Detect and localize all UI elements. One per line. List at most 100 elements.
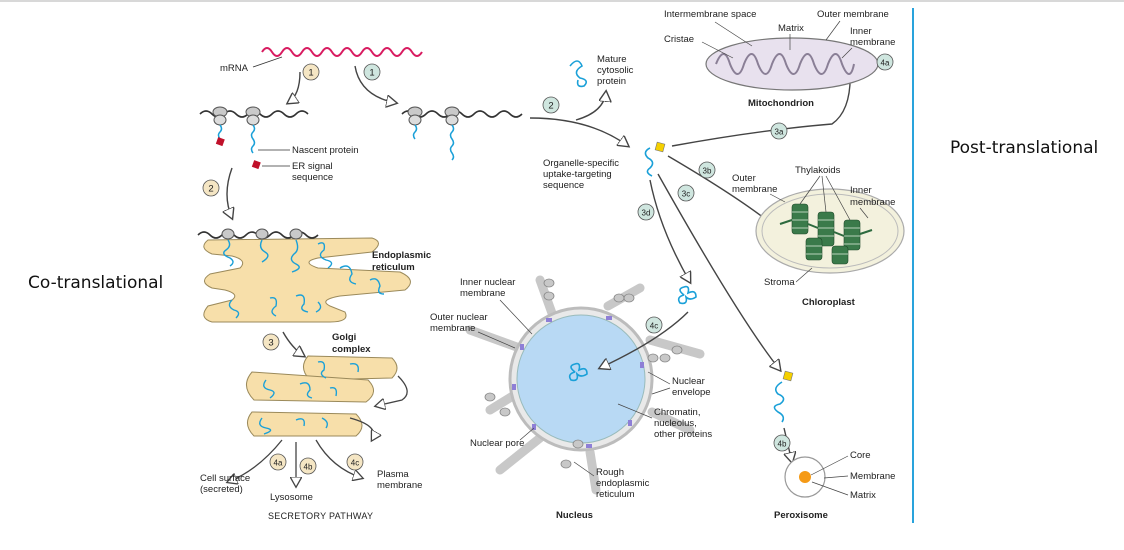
- chromatin-label-1: Chromatin,: [654, 407, 700, 418]
- cristae-label: Cristae: [664, 34, 694, 45]
- nuclear-pore-label: Nuclear pore: [470, 438, 524, 449]
- lysosome-label: Lysosome: [270, 492, 313, 503]
- rough-er-label-3: reticulum: [596, 489, 635, 500]
- chloroplast-label: Chloroplast: [802, 297, 856, 308]
- inner-nuclear-label-1: Inner nuclear: [460, 277, 515, 288]
- svg-text:4b: 4b: [304, 463, 313, 472]
- step-4b-left: 4b: [299, 457, 317, 475]
- post-translational-label: Post-translational: [950, 138, 1099, 158]
- cell-surface-label-1: Cell surface: [200, 473, 250, 484]
- nuclear-envelope-label-1: Nuclear: [672, 376, 705, 387]
- step-4b-perox: 4b: [773, 434, 791, 452]
- step-3: 3: [262, 333, 280, 351]
- step-3c: 3c: [677, 184, 695, 202]
- top-border: [0, 0, 1124, 2]
- targeting-protein-icon: [644, 147, 654, 177]
- chloroplast-outer-label-1: Outer: [732, 173, 756, 184]
- step-3d: 3d: [637, 203, 655, 221]
- nucleus: [465, 275, 705, 495]
- svg-text:4b: 4b: [778, 440, 787, 449]
- mature-label-2: cytosolic: [597, 65, 634, 76]
- outer-membrane-label: Outer membrane: [817, 9, 889, 20]
- endoplasmic-reticulum: [203, 237, 411, 323]
- svg-text:4c: 4c: [351, 459, 359, 468]
- svg-text:4a: 4a: [881, 59, 890, 68]
- step-3b: 3b: [698, 161, 716, 179]
- chloroplast-inner-label-1: Inner: [850, 185, 872, 196]
- ribosome-right-1: [407, 106, 423, 126]
- svg-text:2: 2: [548, 101, 553, 112]
- matrix-label: Matrix: [778, 23, 804, 34]
- svg-text:3a: 3a: [775, 128, 784, 137]
- step-4a-left: 4a: [269, 453, 287, 471]
- rough-er-label-1: Rough: [596, 467, 624, 478]
- outer-nuclear-label-2: membrane: [430, 323, 475, 334]
- step-3a: 3a: [770, 122, 788, 140]
- perox-matrix-label: Matrix: [850, 490, 876, 501]
- step-2-left: 2: [202, 179, 220, 197]
- er-signal-square-1: [215, 137, 225, 147]
- inner-nuclear-label-2: membrane: [460, 288, 505, 299]
- nuclear-protein-icon: [677, 285, 697, 305]
- plasma-membrane-label-1: Plasma: [377, 469, 409, 480]
- step-4c-left: 4c: [346, 453, 364, 471]
- organelle-label-1: Organelle-specific: [543, 158, 619, 169]
- ribosome-left-1: [212, 106, 228, 126]
- er-label-2: reticulum: [372, 262, 415, 273]
- chloroplast-inner-label-2: membrane: [850, 197, 895, 208]
- peroxisome-protein-icon: [773, 381, 785, 423]
- svg-text:3: 3: [268, 338, 273, 349]
- chloroplast: [755, 188, 905, 274]
- svg-text:4a: 4a: [274, 459, 283, 468]
- mrna-label: mRNA: [220, 63, 249, 74]
- divider-line: [912, 8, 914, 523]
- step-2-right: 2: [542, 96, 560, 114]
- peroxisome-signal-square: [782, 370, 794, 382]
- svg-text:1: 1: [308, 68, 313, 79]
- uptake-signal-square: [654, 141, 666, 153]
- er-signal-label-2: sequence: [292, 172, 333, 183]
- mrna-strand: [261, 47, 423, 57]
- golgi-label-2: complex: [332, 344, 371, 355]
- organelle-label-3: sequence: [543, 180, 584, 191]
- svg-text:3d: 3d: [642, 209, 651, 218]
- golgi-label-1: Golgi: [332, 332, 356, 343]
- protein-targeting-diagram: mRNA 1 1 Nascent protein ER signal seque…: [197, 9, 905, 521]
- chromatin-label-3: other proteins: [654, 429, 712, 440]
- svg-text:1: 1: [369, 68, 374, 79]
- chromatin-label-2: nucleolus,: [654, 418, 697, 429]
- chloroplast-outer-label-2: membrane: [732, 184, 777, 195]
- step-4a-mito: 4a: [876, 53, 894, 71]
- thylakoids-label: Thylakoids: [795, 165, 841, 176]
- peroxisome: [784, 456, 826, 498]
- cell-surface-label-2: (secreted): [200, 484, 243, 495]
- core-label: Core: [850, 450, 871, 461]
- outer-nuclear-label-1: Outer nuclear: [430, 312, 488, 323]
- nucleus-label: Nucleus: [556, 510, 593, 521]
- nuclear-envelope-label-2: envelope: [672, 387, 711, 398]
- perox-membrane-label: Membrane: [850, 471, 895, 482]
- mitochondrion-label: Mitochondrion: [748, 98, 814, 109]
- svg-text:3c: 3c: [682, 190, 690, 199]
- ribosome-left-2: [245, 106, 261, 126]
- inner-membrane-label-1: Inner: [850, 26, 872, 37]
- polysome-mrna-right: [401, 110, 523, 118]
- organelle-label-2: uptake-targeting: [543, 169, 612, 180]
- peroxisome-label: Peroxisome: [774, 510, 828, 521]
- step-4c-nucleus: 4c: [645, 316, 663, 334]
- mature-label-3: protein: [597, 76, 626, 87]
- nascent-protein-label: Nascent protein: [292, 145, 359, 156]
- mature-label-1: Mature: [597, 54, 627, 65]
- intermembrane-label: Intermembrane space: [664, 9, 756, 20]
- plasma-membrane-label-2: membrane: [377, 480, 422, 491]
- svg-text:4c: 4c: [650, 322, 658, 331]
- mature-protein-icon: [569, 60, 588, 88]
- inner-membrane-label-2: membrane: [850, 37, 895, 48]
- secretory-pathway-label: SECRETORY PATHWAY: [268, 511, 373, 521]
- step-1-right: 1: [363, 63, 381, 81]
- er-label-1: Endoplasmic: [372, 250, 431, 261]
- step-1-left: 1: [302, 63, 320, 81]
- svg-text:3b: 3b: [703, 167, 712, 176]
- rough-er-label-2: endoplasmic: [596, 478, 650, 489]
- co-translational-label: Co-translational: [28, 273, 164, 293]
